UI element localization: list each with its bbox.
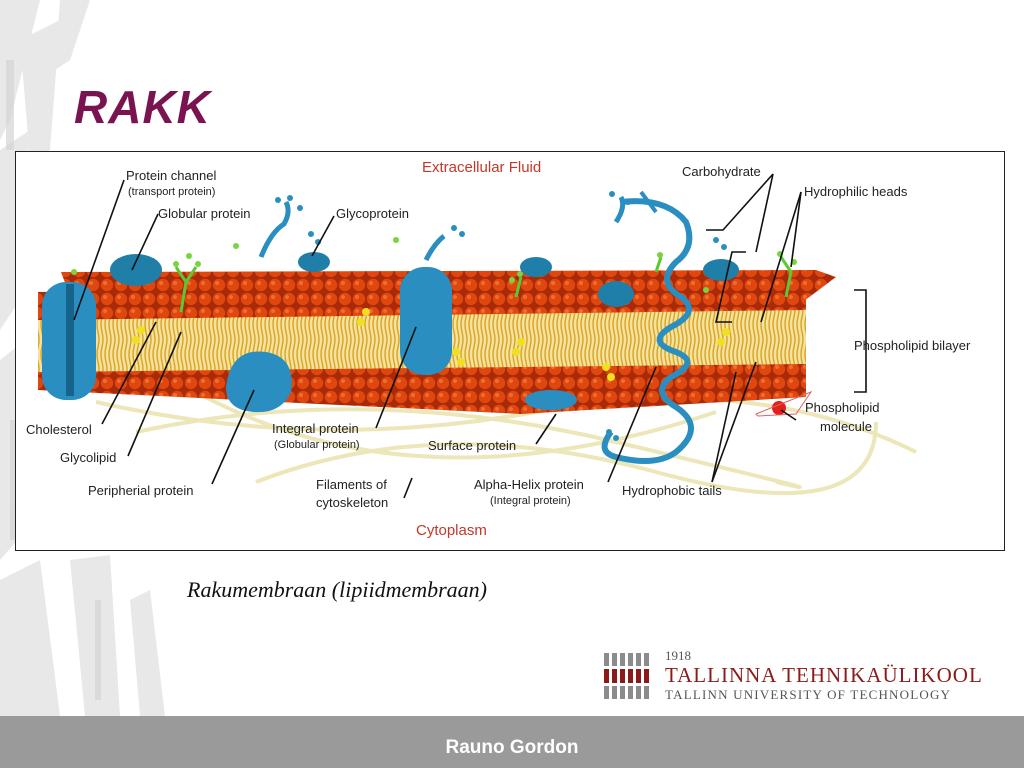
alpha-helix-protein-shape [601, 198, 694, 464]
university-logo: 1918 TALLINNA TEHNIKAÜLIKOOL TALLINN UNI… [604, 648, 984, 704]
logo-year: 1918 [665, 648, 691, 663]
label-phospholipid-molecule-2: molecule [820, 419, 872, 434]
label-glycoprotein: Glycoprotein [336, 206, 409, 221]
label-peripherial-protein: Peripherial protein [88, 483, 194, 498]
glycoprotein-base [298, 252, 330, 272]
cholesterol-molecules [132, 308, 730, 381]
label-alpha-helix: Alpha-Helix protein [474, 477, 584, 492]
label-cholesterol: Cholesterol [26, 422, 92, 437]
carbohydrate-chains [275, 191, 727, 441]
surface-protein-top [520, 257, 552, 277]
logo-subtitle: TALLINN UNIVERSITY OF TECHNOLOGY [665, 687, 952, 702]
label-glycolipid: Glycolipid [60, 450, 116, 465]
label-alpha-helix-sub: (Integral protein) [490, 495, 571, 507]
surface-protein-mid [598, 281, 634, 307]
label-hydrophobic-tails: Hydrophobic tails [622, 483, 722, 498]
label-integral-protein-sub: (Globular protein) [274, 439, 360, 451]
glycolipid-chains [174, 256, 793, 313]
globular-protein-shape [110, 254, 162, 286]
figure-caption: Rakumembraan (lipiidmembraan) [187, 577, 488, 602]
label-protein-channel-sub: (transport protein) [128, 186, 215, 198]
label-cytoplasm: Cytoplasm [416, 522, 487, 539]
globular-protein-right [703, 259, 739, 281]
label-filaments-1: Filaments of [316, 477, 387, 492]
footer-bar: Rauno Gordon [0, 716, 1024, 768]
logo-name: TALLINNA TEHNIKAÜLIKOOL [665, 663, 983, 687]
surface-protein-shape [525, 390, 577, 410]
membrane-diagram: Extracellular Fluid Cytoplasm Protein ch… [15, 151, 1005, 551]
glycoprotein-chains [258, 195, 626, 262]
label-filaments-2: cytoskeleton [316, 495, 388, 510]
label-integral-protein: Integral protein [272, 421, 359, 436]
integral-protein-shape [400, 267, 452, 375]
label-globular-protein: Globular protein [158, 206, 251, 221]
footer-author: Rauno Gordon [445, 737, 579, 758]
phospholipid-molecule-box [755, 390, 813, 417]
label-extracellular-fluid: Extracellular Fluid [422, 159, 541, 176]
label-phospholipid-molecule-1: Phospholipid [805, 400, 879, 415]
label-protein-channel: Protein channel [126, 168, 216, 183]
label-hydrophilic-heads: Hydrophilic heads [804, 184, 908, 199]
protein-channel-shape [42, 282, 96, 400]
label-phospholipid-bilayer: Phospholipid bilayer [854, 338, 971, 353]
peripherial-protein-shape [226, 351, 292, 413]
membrane-illustration: Extracellular Fluid Cytoplasm Protein ch… [26, 159, 971, 539]
label-carbohydrate: Carbohydrate [682, 164, 761, 179]
label-surface-protein: Surface protein [428, 438, 516, 453]
university-logo-mark [604, 653, 649, 699]
slide-title: RAKK [74, 81, 211, 133]
leader-lines [73, 173, 867, 499]
glycolipid-dots [71, 237, 797, 293]
